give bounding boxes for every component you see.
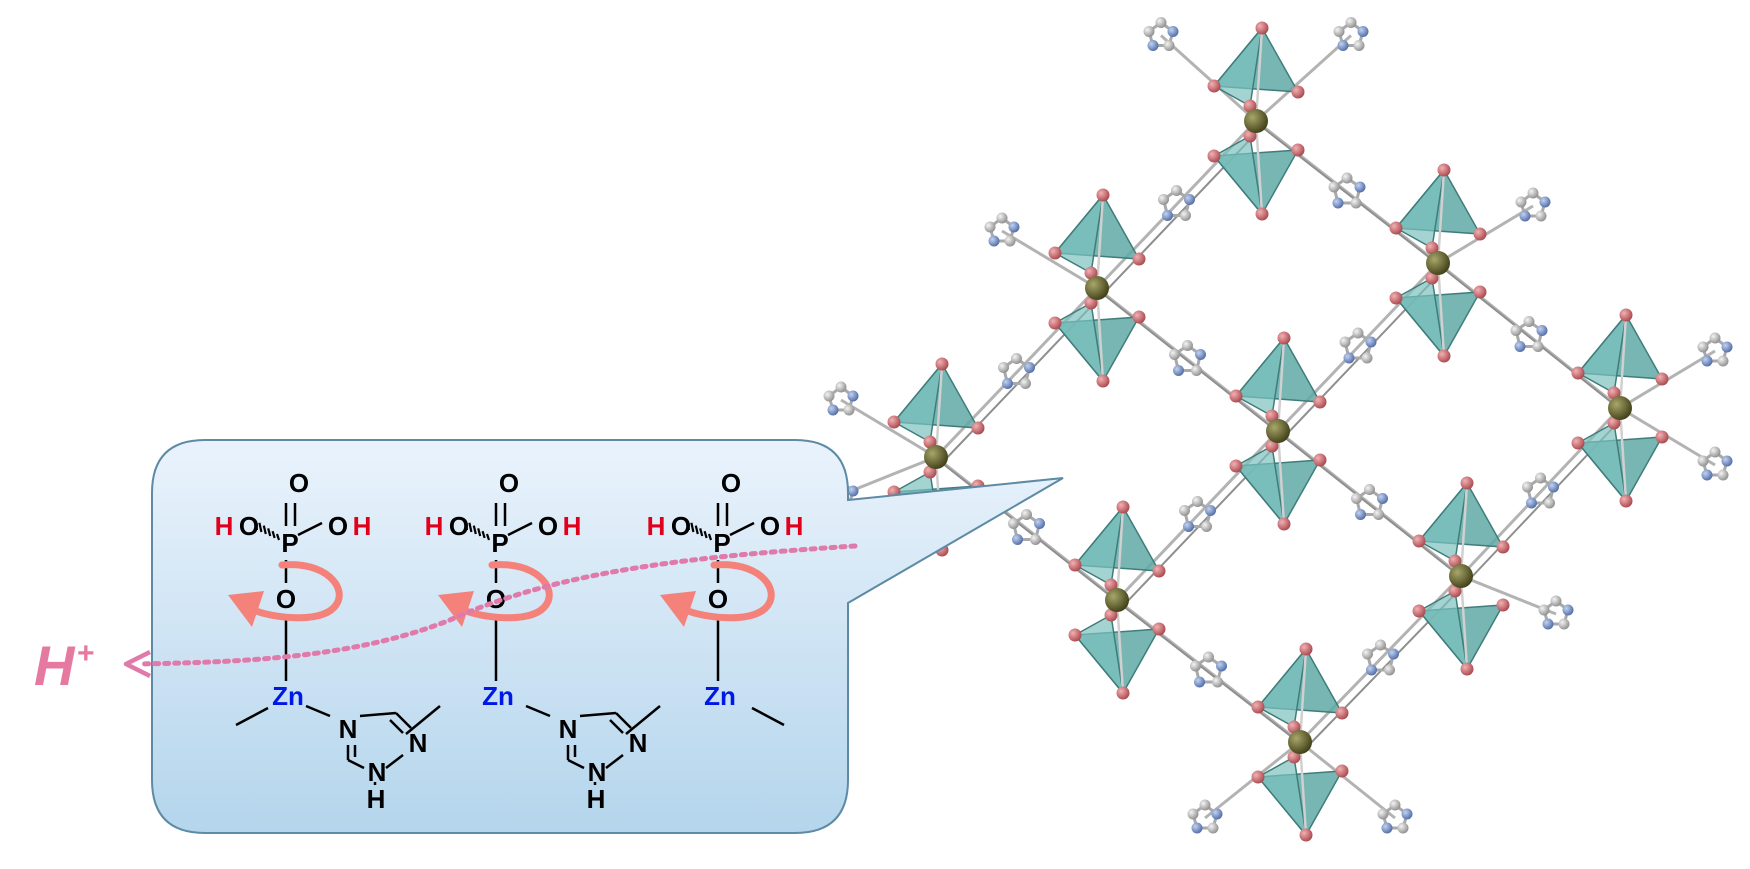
hydroxyl-oxygen-label: O	[538, 511, 558, 541]
zinc-node-7	[1068, 500, 1166, 700]
hydroxyl-hydrogen-label: H	[215, 511, 234, 541]
bridging-oxygen-label: O	[276, 584, 296, 614]
triazole-nh-hydrogen-label: H	[587, 784, 606, 814]
zinc-node-3	[1389, 163, 1487, 363]
framework-structure	[823, 17, 1733, 842]
hydroxyl-oxygen-label: O	[760, 511, 780, 541]
zinc-node-6	[1571, 308, 1669, 508]
oxo-oxygen-label: O	[721, 468, 741, 498]
bridging-oxygen-label: O	[486, 584, 506, 614]
bridging-oxygen-label: O	[708, 584, 728, 614]
rotation-arrow	[228, 561, 343, 627]
proton-arrow-head	[123, 649, 152, 679]
zinc-label: Zn	[482, 681, 514, 711]
rotation-arrow	[660, 561, 775, 627]
triazole-n2-label: N	[588, 757, 607, 787]
zinc-label: Zn	[272, 681, 304, 711]
hydroxyl-oxygen-label: O	[328, 511, 348, 541]
phosphorus-label: P	[713, 528, 730, 558]
zinc-node-2	[1048, 188, 1146, 388]
proton-label: H+	[34, 634, 94, 697]
triazole-nh-hydrogen-label: H	[367, 784, 386, 814]
phosphorus-label: P	[491, 528, 508, 558]
callout-bubble	[151, 439, 1064, 834]
triazole-n4-label: N	[339, 714, 358, 744]
zinc-node-8	[1412, 476, 1510, 676]
hydroxyl-hydrogen-label: H	[647, 511, 666, 541]
hydroxyl-oxygen-label: O	[449, 511, 469, 541]
phosphorus-label: P	[281, 528, 298, 558]
zinc-node-9	[1251, 642, 1349, 842]
triazole-n1-label: N	[409, 728, 428, 758]
hydroxyl-hydrogen-label: H	[785, 511, 804, 541]
hydroxyl-oxygen-label: O	[239, 511, 259, 541]
zinc-node-5	[1229, 331, 1327, 531]
oxo-oxygen-label: O	[499, 468, 519, 498]
zinc-node-1	[1207, 21, 1305, 221]
triazole-n1-label: N	[629, 728, 648, 758]
proton-transport-path	[137, 543, 858, 667]
hydroxyl-hydrogen-label: H	[425, 511, 444, 541]
zinc-label: Zn	[704, 681, 736, 711]
rotation-arrow	[438, 561, 553, 627]
hydroxyl-hydrogen-label: H	[563, 511, 582, 541]
triazole-n2-label: N	[368, 757, 387, 787]
oxo-oxygen-label: O	[289, 468, 309, 498]
hydroxyl-hydrogen-label: H	[353, 511, 372, 541]
hydroxyl-oxygen-label: O	[671, 511, 691, 541]
triazole-n4-label: N	[559, 714, 578, 744]
